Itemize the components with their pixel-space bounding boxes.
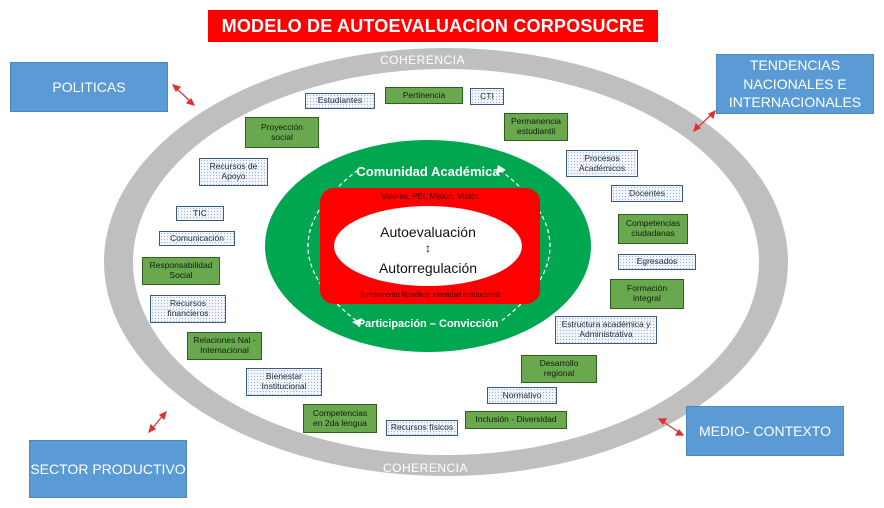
participacion-label: Participación – Convicción bbox=[357, 318, 499, 330]
corner-tendencias: TENDENCIAS NACIONALES E INTERNACIONALES bbox=[716, 54, 874, 114]
corner-sector-productivo: SECTOR PRODUCTIVO bbox=[29, 440, 187, 498]
item-inclusion-diversidad: Inclusión - Diversidad bbox=[465, 411, 567, 429]
arrowhead-right bbox=[496, 165, 506, 174]
item-proyeccion-social: Proyección social bbox=[245, 117, 319, 148]
coherencia-top-label: COHERENCIA bbox=[380, 53, 466, 67]
item-normativo: Normativo bbox=[487, 387, 557, 404]
item-recursos-financieros: Recursos financieros bbox=[150, 295, 226, 323]
coherencia-bottom-label: COHERENCIA bbox=[383, 461, 469, 475]
item-recursos-apoyo: Recursos de Apoyo bbox=[199, 158, 268, 186]
item-formacion-integral: Formación integral bbox=[610, 279, 684, 309]
item-estudiantes: Estudiantes bbox=[305, 93, 375, 109]
item-bienestar-institucional: Bienestar Institucional bbox=[246, 368, 322, 396]
updown-arrow-icon: ↕ bbox=[425, 241, 431, 255]
item-pertinencia: Pertinencia bbox=[385, 87, 463, 104]
fundamento-label: Fundamento filosófico, identidad institu… bbox=[360, 292, 500, 299]
item-docentes: Docentes bbox=[611, 185, 683, 202]
autorregulacion-label: Autorregulación bbox=[378, 260, 478, 276]
item-permanencia: Permanencia estudiantil bbox=[504, 113, 568, 141]
item-competencias-2da-lengua: Competencias en 2da lengua bbox=[303, 404, 377, 433]
item-desarrollo-regional: Desarrollo regional bbox=[521, 355, 597, 383]
item-relaciones-nal: Relaciones Nal - Internacional bbox=[187, 332, 262, 360]
item-recursos-fisicos: Recursos físicos bbox=[386, 420, 458, 436]
white-core bbox=[334, 206, 522, 286]
item-tic: TIC bbox=[176, 206, 224, 221]
item-comunicacion: Comunicación bbox=[159, 231, 235, 246]
arrowhead-left bbox=[352, 318, 362, 327]
corner-politicas: POLITICAS bbox=[10, 62, 168, 112]
autoevaluacion-label: Autoevaluación bbox=[380, 224, 476, 240]
corner-medio-contexto: MEDIO- CONTEXTO bbox=[686, 406, 844, 456]
item-procesos-academicos: Procesos Académicos bbox=[566, 150, 638, 177]
comunidad-academica-label: Comunidad Académica bbox=[356, 164, 500, 179]
valores-label: Valores, PEI, Misión, Visión bbox=[381, 192, 479, 201]
item-competencias-ciudadanas: Competencias ciudadanas bbox=[618, 214, 688, 244]
corner-arrows bbox=[148, 84, 716, 436]
item-cti: CTI bbox=[470, 88, 504, 105]
diagram-title: MODELO DE AUTOEVALUACION CORPOSUCRE bbox=[208, 10, 658, 42]
item-estructura-academica: Estructura académica y Administrativa bbox=[555, 316, 657, 344]
item-egresados: Egresados bbox=[618, 254, 696, 270]
item-responsabilidad-social: Responsabilidad Social bbox=[142, 257, 220, 285]
